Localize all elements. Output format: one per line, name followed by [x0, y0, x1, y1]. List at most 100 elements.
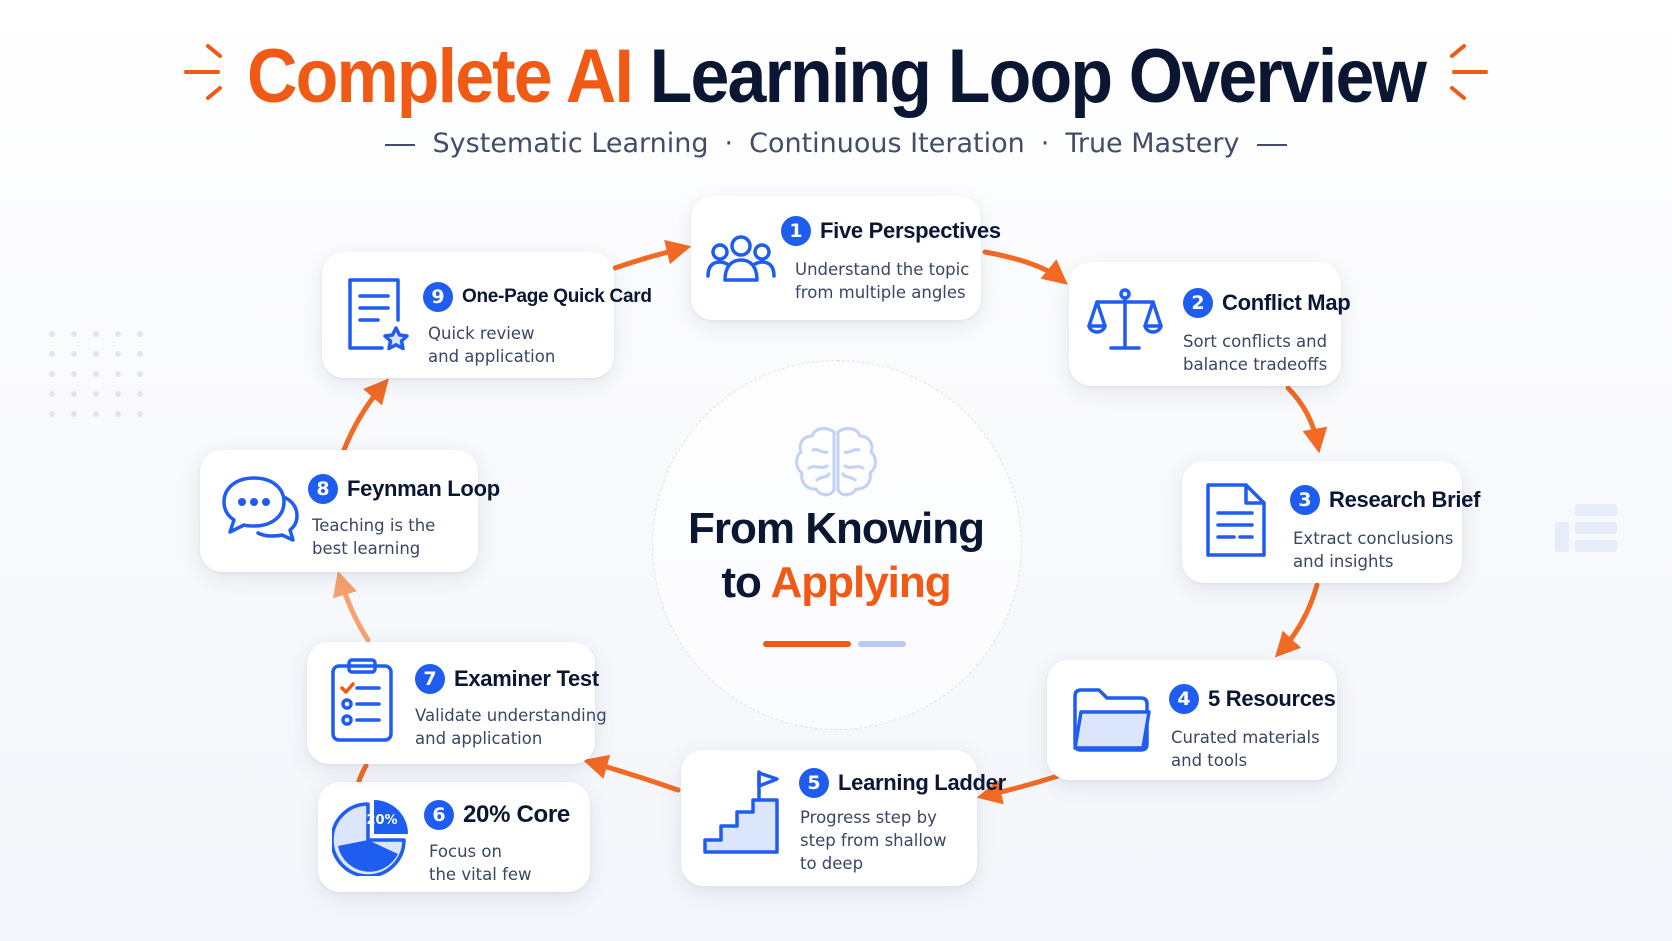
arrow-3-to-4 — [1274, 582, 1320, 658]
step-5-number-badge: 5 — [799, 768, 829, 798]
arrow-8-to-9 — [341, 378, 389, 453]
step-1-desc-line-2: from multiple angles — [795, 283, 966, 302]
step-4-title: 5 Resources — [1208, 686, 1336, 711]
subtitle-part-1: Systematic Learning — [432, 128, 709, 159]
document-icon — [1206, 483, 1266, 557]
arrow-1-to-2 — [982, 249, 1068, 285]
dot-grid-decoration — [49, 331, 143, 417]
clipboard-checklist-icon — [331, 658, 393, 742]
center-accent-bar — [763, 641, 851, 647]
subtitle-separator-2: · — [1040, 128, 1050, 159]
center-secondary-bar — [858, 641, 906, 647]
step-card-5[interactable]: 5 Learning Ladder Progress step by step … — [681, 750, 1006, 886]
center-line-2-accent: Applying — [770, 558, 951, 607]
step-3-header: 3 Research Brief — [1290, 485, 1480, 515]
step-7-desc-line-1: Validate understanding — [415, 706, 607, 725]
page-title: Complete AI Learning Loop Overview — [67, 22, 1605, 132]
step-2-number-badge: 2 — [1183, 288, 1213, 318]
step-3-title: Research Brief — [1329, 487, 1481, 512]
step-1-desc-line-1: Understand the topic — [795, 260, 970, 279]
step-6-desc-line-1: Focus on — [429, 842, 502, 861]
document-star-icon — [348, 278, 409, 351]
pie-chart-icon: 20% — [332, 800, 408, 876]
step-3-description: Extract conclusions and insights — [1293, 527, 1453, 573]
title-rest: Learning Loop Overview — [649, 34, 1427, 119]
subtitle-part-2: Continuous Iteration — [749, 128, 1025, 159]
step-8-title: Feynman Loop — [347, 476, 500, 501]
step-5-desc-line-2: step from shallow — [800, 831, 947, 850]
arrow-4-to-5 — [976, 773, 1061, 805]
step-4-desc-line-2: and tools — [1171, 751, 1248, 770]
arrow-9-to-1 — [612, 239, 692, 271]
chat-bubbles-icon — [222, 476, 299, 542]
step-7-description: Validate understanding and application — [415, 704, 607, 750]
step-card-1[interactable]: 1 Five Perspectives Understand the topic… — [691, 196, 1001, 320]
step-1-description: Understand the topic from multiple angle… — [795, 258, 969, 304]
step-card-8[interactable]: 8 Feynman Loop Teaching is the best lear… — [200, 450, 500, 572]
step-1-number-badge: 1 — [781, 216, 811, 246]
step-6-description: Focus on the vital few — [429, 840, 532, 886]
step-7-header: 7 Examiner Test — [415, 664, 599, 694]
step-4-header: 4 5 Resources — [1169, 684, 1336, 714]
subtitle-part-3: True Mastery — [1065, 128, 1240, 159]
subtitle-dash-right — [1257, 143, 1288, 146]
center-line-2-prefix: to — [721, 558, 762, 607]
step-8-header: 8 Feynman Loop — [308, 474, 500, 504]
step-7-desc-line-2: and application — [415, 729, 543, 748]
step-card-6[interactable]: 20% 6 20% Core Focus on the vital few — [318, 782, 590, 892]
stairs-flag-icon — [703, 770, 779, 854]
step-6-header: 6 20% Core — [424, 800, 570, 830]
step-6-desc-line-2: the vital few — [429, 865, 532, 884]
left-spark-decoration — [184, 44, 222, 100]
subtitle-separator-1: · — [724, 128, 734, 159]
balance-scale-icon — [1087, 288, 1163, 350]
step-9-desc-line-2: and application — [428, 347, 556, 366]
step-1-header: 1 Five Perspectives — [781, 216, 1001, 246]
step-2-desc-line-1: Sort conflicts and — [1183, 332, 1328, 351]
subtitle: Systematic Learning · Continuous Iteration… — [0, 128, 1672, 159]
step-8-number-badge: 8 — [308, 474, 338, 504]
right-spark-decoration — [1450, 44, 1488, 100]
step-9-desc-line-1: Quick review — [428, 324, 535, 343]
center-circle — [652, 360, 1022, 730]
step-9-title: One-Page Quick Card — [462, 286, 652, 307]
step-6-title: 20% Core — [463, 801, 570, 828]
arrow-7-to-8 — [332, 570, 371, 643]
step-7-title: Examiner Test — [454, 666, 599, 691]
step-5-desc-line-3: to deep — [800, 854, 864, 873]
step-5-title: Learning Ladder — [838, 770, 1006, 795]
title-accent: Complete AI — [246, 34, 634, 119]
step-3-number-badge: 3 — [1290, 485, 1320, 515]
step-5-header: 5 Learning Ladder — [799, 768, 1006, 798]
brain-icon — [795, 427, 877, 497]
folder-icon — [1073, 688, 1151, 752]
step-5-description: Progress step by step from shallow to de… — [800, 806, 947, 875]
step-4-description: Curated materials and tools — [1171, 726, 1320, 772]
step-2-title: Conflict Map — [1222, 290, 1351, 315]
people-group-icon — [706, 235, 776, 282]
step-3-desc-line-2: and insights — [1293, 552, 1394, 571]
step-card-4[interactable]: 4 5 Resources Curated materials and tool… — [1047, 660, 1337, 780]
center-line-1: From Knowing — [688, 504, 985, 553]
step-9-description: Quick review and application — [428, 322, 555, 368]
step-9-number-badge: 9 — [423, 282, 453, 312]
step-1-title: Five Perspectives — [820, 218, 1001, 243]
step-8-description: Teaching is the best learning — [312, 514, 435, 560]
step-8-desc-line-1: Teaching is the — [312, 516, 436, 535]
step-card-9[interactable]: 9 One-Page Quick Card Quick review and a… — [322, 252, 652, 378]
step-card-2[interactable]: 2 Conflict Map Sort conflicts and balanc… — [1069, 262, 1351, 386]
step-3-desc-line-1: Extract conclusions — [1293, 529, 1454, 548]
list-decoration-icon — [1555, 504, 1617, 552]
step-5-desc-line-1: Progress step by — [800, 808, 937, 827]
step-2-header: 2 Conflict Map — [1183, 288, 1351, 318]
pie-chart-label: 20% — [366, 813, 397, 828]
step-card-7[interactable]: 7 Examiner Test Validate understanding a… — [307, 642, 607, 764]
step-8-desc-line-2: best learning — [312, 539, 421, 558]
step-2-desc-line-2: balance tradeoffs — [1183, 355, 1328, 374]
step-card-3[interactable]: 3 Research Brief Extract conclusions and… — [1182, 461, 1480, 583]
arrow-2-to-3 — [1285, 385, 1328, 454]
step-7-number-badge: 7 — [415, 664, 445, 694]
center-line-2: to Applying — [652, 556, 1020, 610]
step-4-desc-line-1: Curated materials — [1171, 728, 1320, 747]
